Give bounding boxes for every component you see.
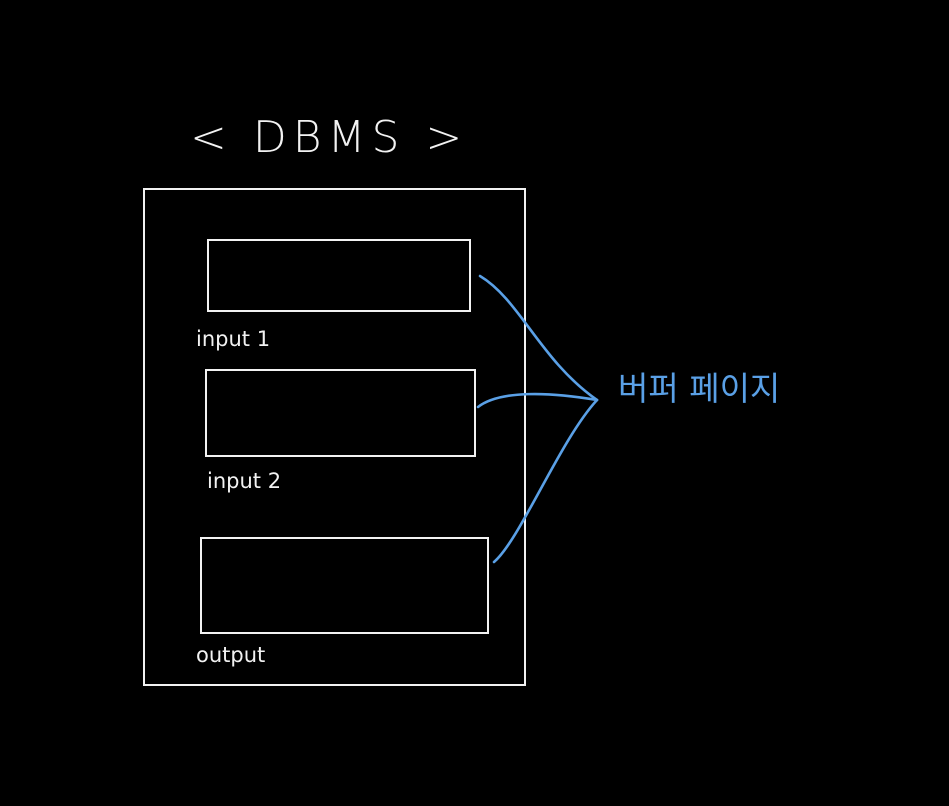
input-2-block: [205, 369, 476, 457]
input-1-label: input 1: [196, 327, 271, 351]
connector-input-1: [478, 274, 599, 402]
input-1-block: [207, 239, 471, 312]
dbms-container: [143, 188, 526, 686]
buffer-page-annotation: 버퍼 페이지: [618, 369, 781, 408]
output-label: output: [196, 643, 266, 667]
connector-output: [492, 398, 599, 564]
input-2-label: input 2: [207, 469, 282, 493]
output-block: [200, 537, 489, 634]
connector-input-2: [476, 392, 599, 409]
diagram-title: < DBMS >: [190, 112, 469, 163]
